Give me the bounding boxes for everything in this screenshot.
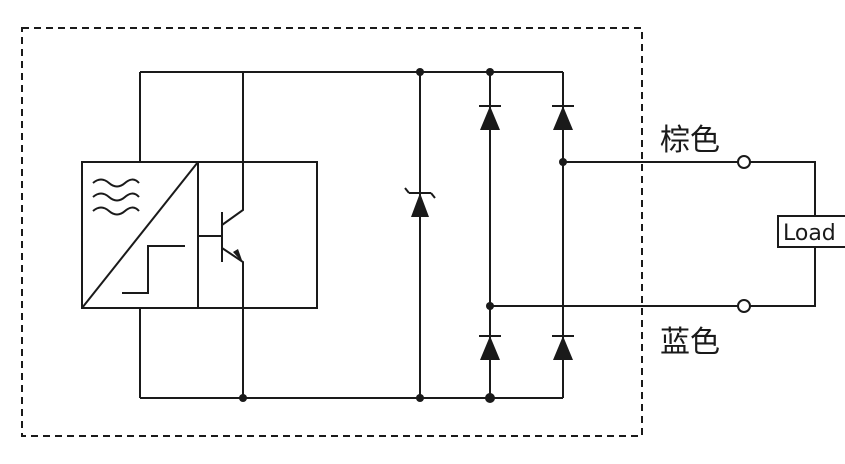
sensor-enclosure — [21, 27, 643, 437]
transistor-symbol — [198, 72, 244, 398]
blue-wire-label: 蓝色 — [660, 325, 720, 360]
junction-dots — [239, 68, 567, 403]
step-signal-icon — [122, 245, 185, 294]
sensor-circuit-box — [81, 161, 318, 309]
bridge-diode-bottom-left — [479, 335, 501, 360]
brown-terminal — [737, 155, 751, 169]
converter-diagonal — [81, 161, 199, 309]
zener-diode-symbol — [404, 187, 436, 217]
ac-wave-icon — [92, 178, 140, 216]
bridge-diode-bottom-right — [552, 335, 574, 360]
load-label: Load — [783, 221, 836, 246]
load-box — [777, 215, 845, 248]
brown-wire-label: 棕色 — [660, 123, 720, 158]
blue-terminal — [737, 299, 751, 313]
load-wire — [750, 161, 816, 307]
bridge-diode-top-right — [552, 105, 574, 130]
bridge-diode-top-left — [479, 105, 501, 130]
